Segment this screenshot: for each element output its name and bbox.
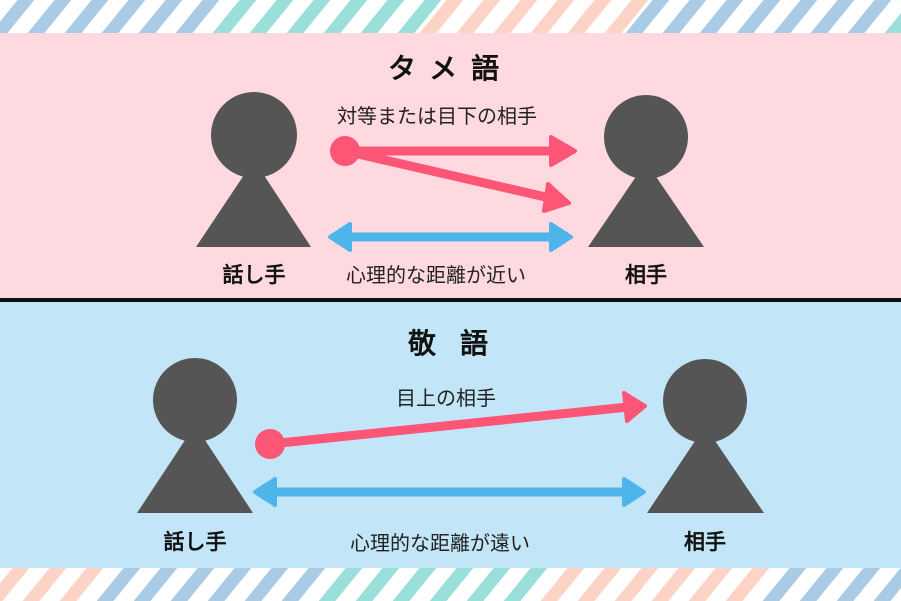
section-divider	[0, 298, 901, 302]
tame-go-diagram	[196, 92, 704, 252]
keigo-top-label: 目上の相手	[396, 386, 496, 410]
top-decorative-stripe	[0, 0, 901, 33]
keigo-partner-label: 相手	[684, 530, 726, 554]
stripe-pattern-icon	[0, 568, 901, 601]
keigo-bottom-label: 心理的な距離が遠い	[350, 531, 530, 555]
keigo-diagram	[137, 358, 764, 513]
partner-figure-icon	[588, 95, 704, 247]
pink-arrow-icon	[255, 391, 647, 459]
tame-go-panel: タメ語 対等または目下の相手 心理的な距離が近い 話し手 相手	[0, 33, 901, 298]
keigo-title: 敬語	[408, 327, 513, 360]
bottom-decorative-stripe	[0, 568, 901, 601]
partner-figure-icon	[647, 359, 764, 513]
pink-arrows-icon	[330, 135, 577, 213]
tame-speaker-label: 話し手	[222, 263, 286, 287]
tame-bottom-label: 心理的な距離が近い	[346, 263, 526, 287]
keigo-panel: 敬語 目上の相手 心理的な距離が遠い 話し手 相手	[0, 302, 901, 568]
speaker-figure-icon	[196, 92, 311, 247]
blue-double-arrow-icon	[328, 222, 573, 252]
speaker-figure-icon	[137, 358, 253, 513]
keigo-speaker-label: 話し手	[163, 530, 227, 554]
blue-double-arrow-icon	[253, 477, 646, 507]
stripe-pattern-icon	[0, 0, 901, 33]
tame-partner-label: 相手	[625, 263, 667, 287]
tame-top-label: 対等または目下の相手	[337, 104, 537, 128]
tame-go-title: タメ語	[388, 52, 514, 85]
